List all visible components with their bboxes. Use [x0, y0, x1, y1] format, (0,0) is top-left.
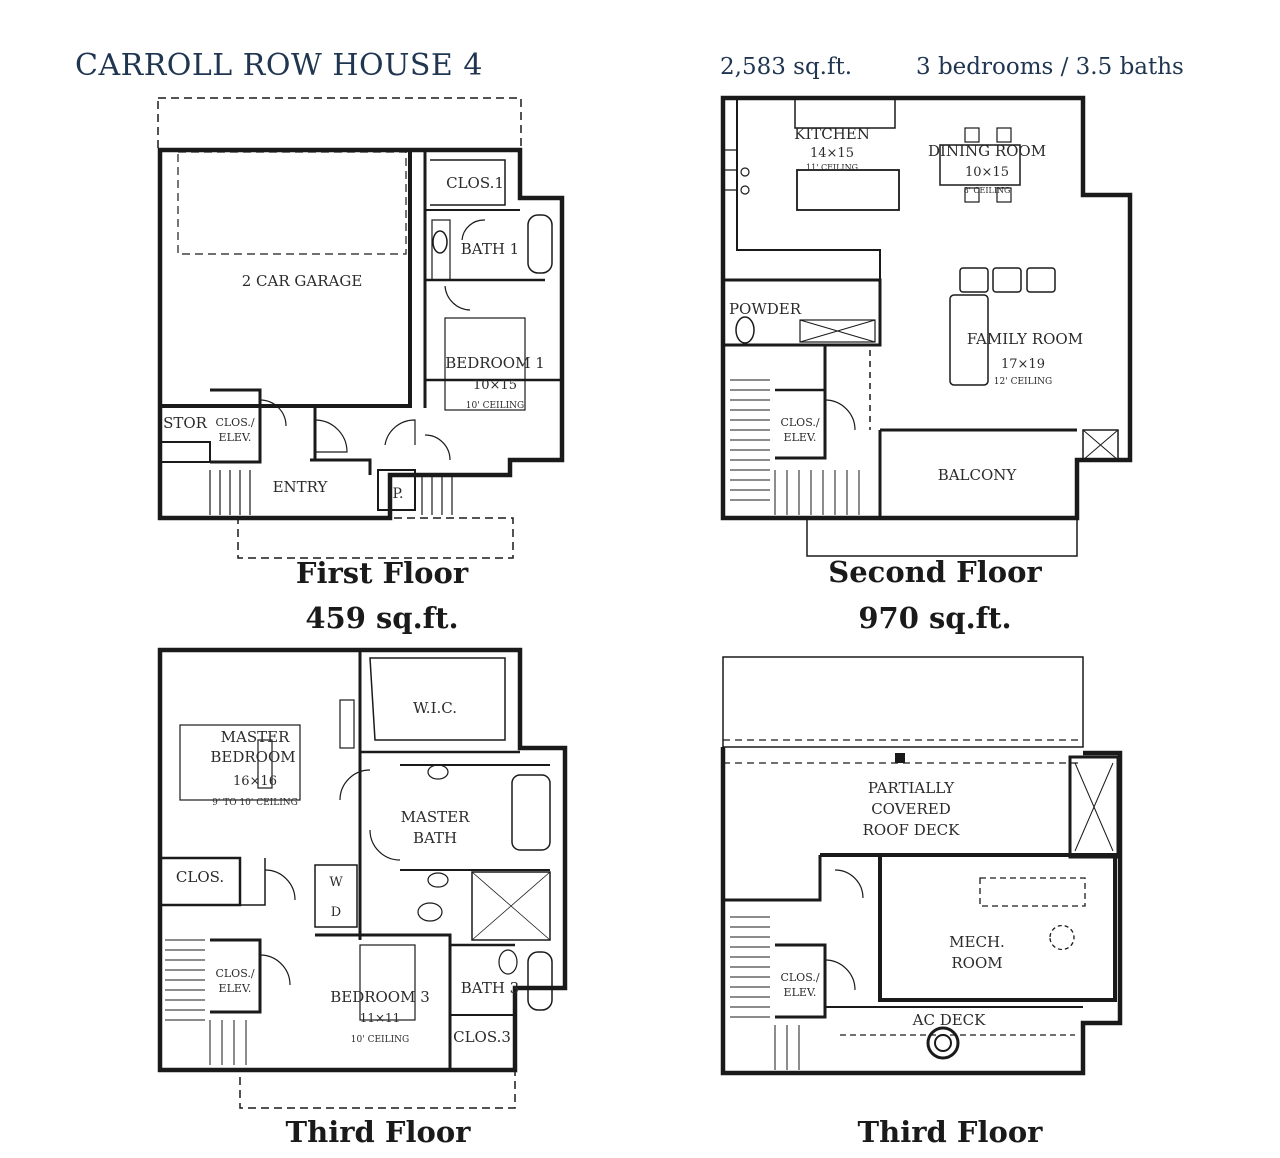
family-room-size: 17×19: [1001, 357, 1045, 372]
master-bedroom-label: MASTER: [221, 728, 290, 746]
closet-label: CLOS.: [176, 868, 224, 886]
dryer-label: D: [331, 905, 341, 920]
closet-3-label: CLOS.3: [453, 1028, 511, 1046]
kitchen-label: KITCHEN: [794, 125, 870, 143]
storage-label: STOR: [163, 414, 208, 432]
dining-room-size: 10×15: [965, 165, 1009, 180]
entry-label: ENTRY: [273, 478, 329, 496]
second-floor-caption: Second Floor: [828, 555, 1042, 589]
walk-in-closet-label: W.I.C.: [413, 699, 457, 717]
balcony-label: BALCONY: [938, 466, 1018, 484]
bed-bath-label: 3 bedrooms / 3.5 baths: [916, 54, 1184, 80]
kitchen-ceiling: 11' CEILING: [806, 163, 858, 172]
bedroom-3-ceiling: 10' CEILING: [351, 1035, 409, 1045]
roof-deck-plan: PARTIALLY COVERED ROOF DECK MECH. ROOM C…: [720, 656, 1123, 1076]
total-area-label: 2,583 sq.ft.: [720, 54, 853, 80]
closet-1-label: CLOS.1: [446, 174, 504, 192]
first-floor-area: 459 sq.ft.: [305, 601, 459, 635]
bath-1-label: BATH 1: [461, 240, 519, 258]
third-floor-caption: Third Floor: [285, 1115, 471, 1149]
kitchen-size: 14×15: [810, 146, 854, 161]
mech-room-label-2: ROOM: [951, 954, 1002, 972]
master-bedroom-ceiling: 9' TO 10' CEILING: [212, 798, 298, 808]
master-bath-label: MASTER: [401, 808, 470, 826]
washer-label: W: [329, 875, 343, 890]
closet-elevator-label-2: ELEV.: [784, 986, 817, 999]
bedroom-3-label: BEDROOM 3: [330, 988, 430, 1006]
family-room-label: FAMILY ROOM: [967, 330, 1083, 348]
pantry-label: P.: [392, 486, 403, 502]
closet-elevator-label-2: ELEV.: [219, 431, 252, 444]
bedroom-3-size: 11×11: [360, 1011, 401, 1025]
powder-room-label: POWDER: [729, 300, 802, 318]
bedroom-1-ceiling: 10' CEILING: [466, 401, 524, 411]
closet-elevator-label-2: ELEV.: [219, 982, 252, 995]
third-floor-plan: MASTER BEDROOM 16×16 9' TO 10' CEILING W…: [157, 647, 568, 1109]
master-bedroom-label-2: BEDROOM: [210, 748, 295, 766]
closet-elevator-label: CLOS./: [215, 416, 254, 429]
ac-deck-label: AC DECK: [912, 1011, 987, 1029]
closet-elevator-label-2: ELEV.: [784, 431, 817, 444]
mech-room-label: MECH.: [949, 933, 1005, 951]
bath-3-label: BATH 3: [461, 979, 519, 997]
roof-deck-label-3: ROOF DECK: [863, 821, 961, 839]
master-bedroom-size: 16×16: [233, 774, 277, 789]
closet-elevator-label: CLOS./: [780, 416, 819, 429]
bedroom-1-size: 10×15: [473, 378, 517, 393]
roof-deck-label: PARTIALLY: [868, 779, 955, 797]
roof-floor-caption: Third Floor: [857, 1115, 1043, 1149]
second-floor-area: 970 sq.ft.: [858, 601, 1012, 635]
dining-room-label: DINING ROOM: [928, 142, 1046, 160]
roof-deck-label-2: COVERED: [871, 800, 951, 818]
family-room-ceiling: 12' CEILING: [994, 377, 1052, 387]
bedroom-1-label: BEDROOM 1: [445, 354, 545, 372]
master-bath-label-2: BATH: [413, 829, 457, 847]
page-title: CARROLL ROW HOUSE 4: [75, 48, 483, 83]
first-floor-plan: 2 CAR GARAGE CLOS.1 BATH 1 BEDROOM 1 10×…: [157, 97, 565, 559]
dining-room-ceiling: 8' CEILING: [964, 186, 1011, 195]
closet-elevator-label: CLOS./: [780, 971, 819, 984]
second-floor-plan: KITCHEN 14×15 11' CEILING DINING ROOM 10…: [720, 95, 1133, 557]
garage-label: 2 CAR GARAGE: [242, 272, 363, 290]
first-floor-caption: First Floor: [295, 556, 469, 590]
closet-elevator-label: CLOS./: [215, 967, 254, 980]
